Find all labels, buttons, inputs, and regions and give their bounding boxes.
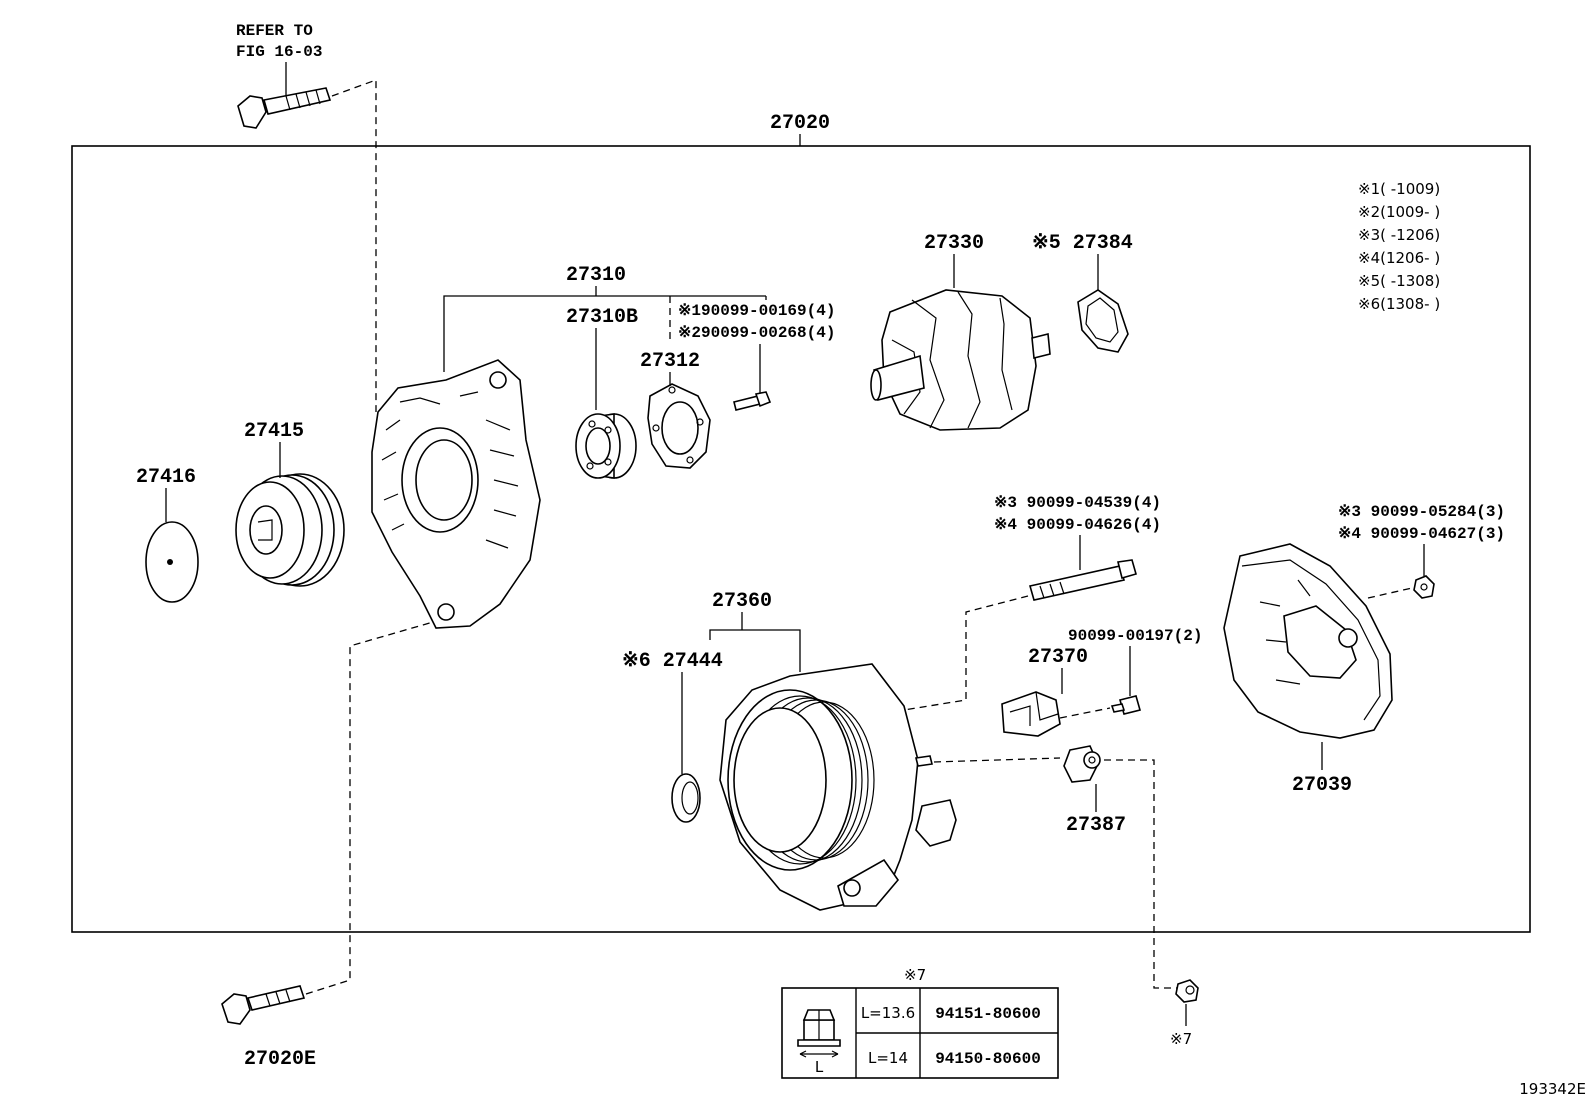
part-27384-insulator [1077, 289, 1129, 353]
table-dimension-label: L [815, 1058, 824, 1076]
label-27416: 27416 [136, 466, 196, 489]
label-nut-90099-05284: ※3 90099-05284(3) [1338, 503, 1505, 521]
note-1: ※1( -1009) [1358, 180, 1440, 198]
part-27039-rear-cover [1223, 543, 1393, 739]
label-27360: 27360 [712, 590, 772, 613]
part-27330-rotor [870, 289, 1051, 431]
label-27444: ※6 27444 [622, 650, 723, 673]
note-4: ※4(1206- ) [1358, 249, 1440, 267]
part-27312-retainer-plate [647, 383, 711, 469]
note-6: ※6(1308- ) [1358, 295, 1440, 313]
table-header-mark7: ※7 [904, 966, 926, 984]
label-nut-90099-04627: ※4 90099-04627(3) [1338, 525, 1505, 543]
rear-cover-nut [1413, 575, 1435, 599]
serial-range-notes: ※1( -1009) ※2(1009- ) ※3( -1206) ※4(1206… [1358, 180, 1440, 313]
retainer-screw [733, 391, 772, 411]
terminal-nut [1175, 979, 1199, 1003]
label-bolt-90099-00268: ※290099-00268(4) [678, 324, 835, 342]
part-27310b-bearing [575, 413, 637, 479]
refer-to-line2: FIG 16-03 [236, 43, 322, 61]
assembly-label: 27020 [770, 112, 830, 135]
part-27416-cover [145, 521, 199, 603]
figure-id: 193342E [1519, 1080, 1586, 1098]
label-27020e: 27020E [244, 1048, 316, 1071]
part-27387-terminal-insulator [1063, 745, 1101, 783]
label-27370: 27370 [1028, 646, 1088, 669]
part-27360-rectifier-end-frame [719, 663, 957, 911]
label-27312: 27312 [640, 350, 700, 373]
part-27310-drive-end-frame [371, 359, 541, 629]
label-screw-90099-00197: 90099-00197(2) [1068, 627, 1202, 645]
label-27039: 27039 [1292, 774, 1352, 797]
nut-spec-table: L L=13.6 94151-80600 L=14 94150-80600 [781, 987, 1059, 1079]
top-mount-bolt [237, 87, 332, 129]
note-3: ※3( -1206) [1358, 226, 1440, 244]
through-bolt [1028, 559, 1137, 601]
table-row2-part: 94150-80600 [935, 1050, 1041, 1068]
refer-to-line1: REFER TO [236, 22, 313, 40]
label-27330: 27330 [924, 232, 984, 255]
note-2: ※2(1009- ) [1358, 203, 1440, 221]
part-27370-brush-holder [1001, 691, 1061, 737]
part-27415-pulley [235, 473, 345, 587]
label-mark7-nut: ※7 [1170, 1030, 1192, 1048]
part-27444-washer [671, 773, 701, 823]
label-27384: ※5 27384 [1032, 232, 1133, 255]
label-27387: 27387 [1066, 814, 1126, 837]
table-row1-length: L=13.6 [861, 1004, 915, 1022]
bottom-mount-bolt [221, 985, 306, 1025]
brush-holder-screw [1110, 695, 1141, 715]
label-bolt-90099-04539: ※3 90099-04539(4) [994, 494, 1161, 512]
assembly-frame [71, 145, 1531, 933]
label-bolt-90099-04626: ※4 90099-04626(4) [994, 516, 1161, 534]
table-row1-part: 94151-80600 [935, 1005, 1041, 1023]
label-27310: 27310 [566, 264, 626, 287]
label-27310b: 27310B [566, 306, 638, 329]
label-27415: 27415 [244, 420, 304, 443]
label-bolt-90099-00169: ※190099-00169(4) [678, 302, 835, 320]
note-5: ※5( -1308) [1358, 272, 1440, 290]
table-row2-length: L=14 [868, 1049, 908, 1067]
